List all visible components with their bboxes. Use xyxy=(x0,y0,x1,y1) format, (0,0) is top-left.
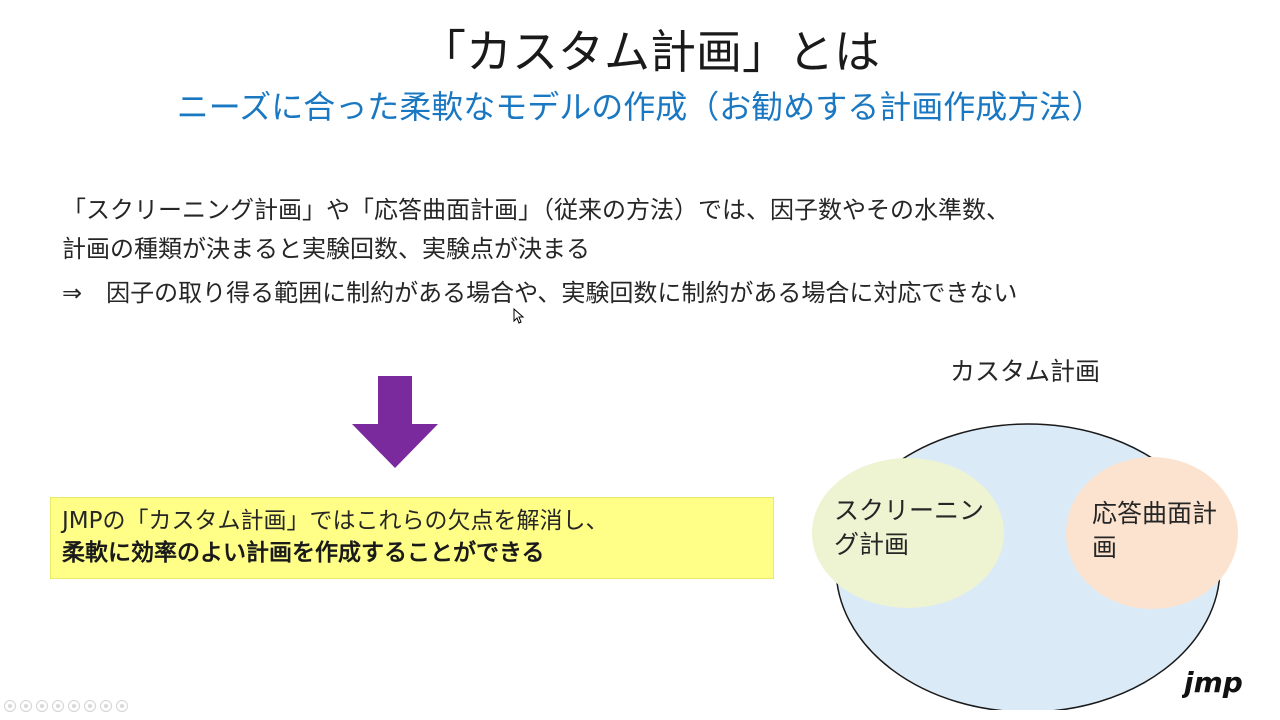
highlight-line-2: 柔軟に効率のよい計画を作成することができる xyxy=(62,540,545,566)
response-surface-circle xyxy=(1066,457,1238,609)
venn-diagram xyxy=(812,423,1238,710)
highlight-line-1: JMPの「カスタム計画」ではこれらの欠点を解消し、 xyxy=(62,508,609,534)
highlight-box xyxy=(50,497,774,579)
screen-icon[interactable] xyxy=(84,700,96,712)
previous-slide-icon[interactable] xyxy=(4,700,16,712)
more-options-icon[interactable] xyxy=(116,700,128,712)
body-line-2: 計画の種類が決まると実験回数、実験点が決まる xyxy=(62,235,590,263)
presentation-toolbar[interactable] xyxy=(4,700,128,716)
next-slide-icon[interactable] xyxy=(20,700,32,712)
jmp-logo: jmp xyxy=(1182,666,1243,699)
slides-grid-icon[interactable] xyxy=(52,700,64,712)
mouse-pointer-icon xyxy=(513,308,525,324)
svg-text:jmp: jmp xyxy=(1182,666,1243,699)
venn-left-label: スクリーニング計画 xyxy=(834,496,985,559)
venn-right-label: 応答曲面計画 xyxy=(1092,499,1218,562)
slide-title: 「カスタム計画」とは xyxy=(420,25,880,79)
body-line-3: ⇒ 因子の取り得る範囲に制約がある場合や、実験回数に制約がある場合に対応できない xyxy=(62,279,1018,307)
zoom-icon[interactable] xyxy=(68,700,80,712)
venn-outer-label: カスタム計画 xyxy=(950,357,1101,386)
slide-subtitle: ニーズに合った柔軟なモデルの作成（お勧めする計画作成方法） xyxy=(176,88,1104,126)
body-line-1: 「スクリーニング計画」や「応答曲面計画」（従来の方法）では、因子数やその水準数、 xyxy=(62,196,1010,224)
screening-design-circle xyxy=(812,458,1004,608)
pen-icon[interactable] xyxy=(36,700,48,712)
subtitles-icon[interactable] xyxy=(100,700,112,712)
down-arrow-icon xyxy=(352,376,438,468)
